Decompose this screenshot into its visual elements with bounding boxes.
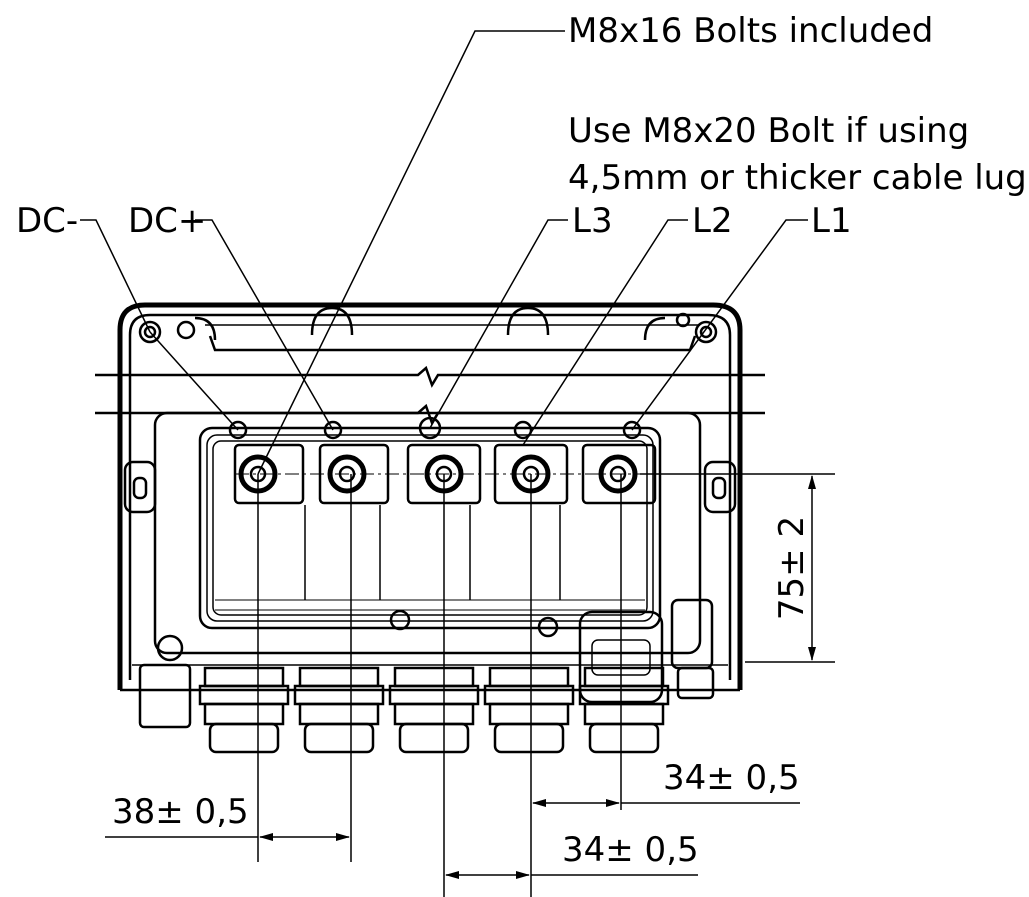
cable-gland [293, 666, 385, 754]
dimension-label-vertical: 75± 2 [772, 516, 812, 620]
terminal-label-l3: L3 [572, 201, 613, 241]
lower-enclosure [118, 411, 742, 690]
dimension-lines [105, 475, 816, 879]
callout-bolt-note-line1: Use M8x20 Bolt if using [568, 111, 969, 151]
break-lines [95, 365, 765, 426]
cable-glands [138, 598, 715, 754]
callout-bolts-included: M8x16 Bolts included [568, 11, 933, 51]
leader-lines [80, 30, 808, 475]
terminal-label-dc-minus: DC- [16, 201, 78, 241]
callout-bolt-note-line2: 4,5mm or thicker cable lug [568, 158, 1027, 198]
enclosure-body [117, 302, 743, 692]
cable-gland [198, 666, 290, 754]
terminal-blocks [228, 416, 835, 505]
terminal-label-l2: L2 [692, 201, 733, 241]
dimension-label-dc-spacing: 38± 0,5 [112, 792, 249, 832]
dimension-label-ac-upper: 34± 0,5 [663, 758, 800, 798]
dimension-label-ac-lower: 34± 0,5 [562, 830, 699, 870]
extension-lines [257, 473, 835, 897]
cable-gland [388, 666, 480, 754]
terminal-label-l1: L1 [811, 201, 852, 241]
cable-gland [578, 666, 670, 754]
cable-gland [483, 666, 575, 754]
terminal-label-dc-plus: DC+ [128, 201, 206, 241]
